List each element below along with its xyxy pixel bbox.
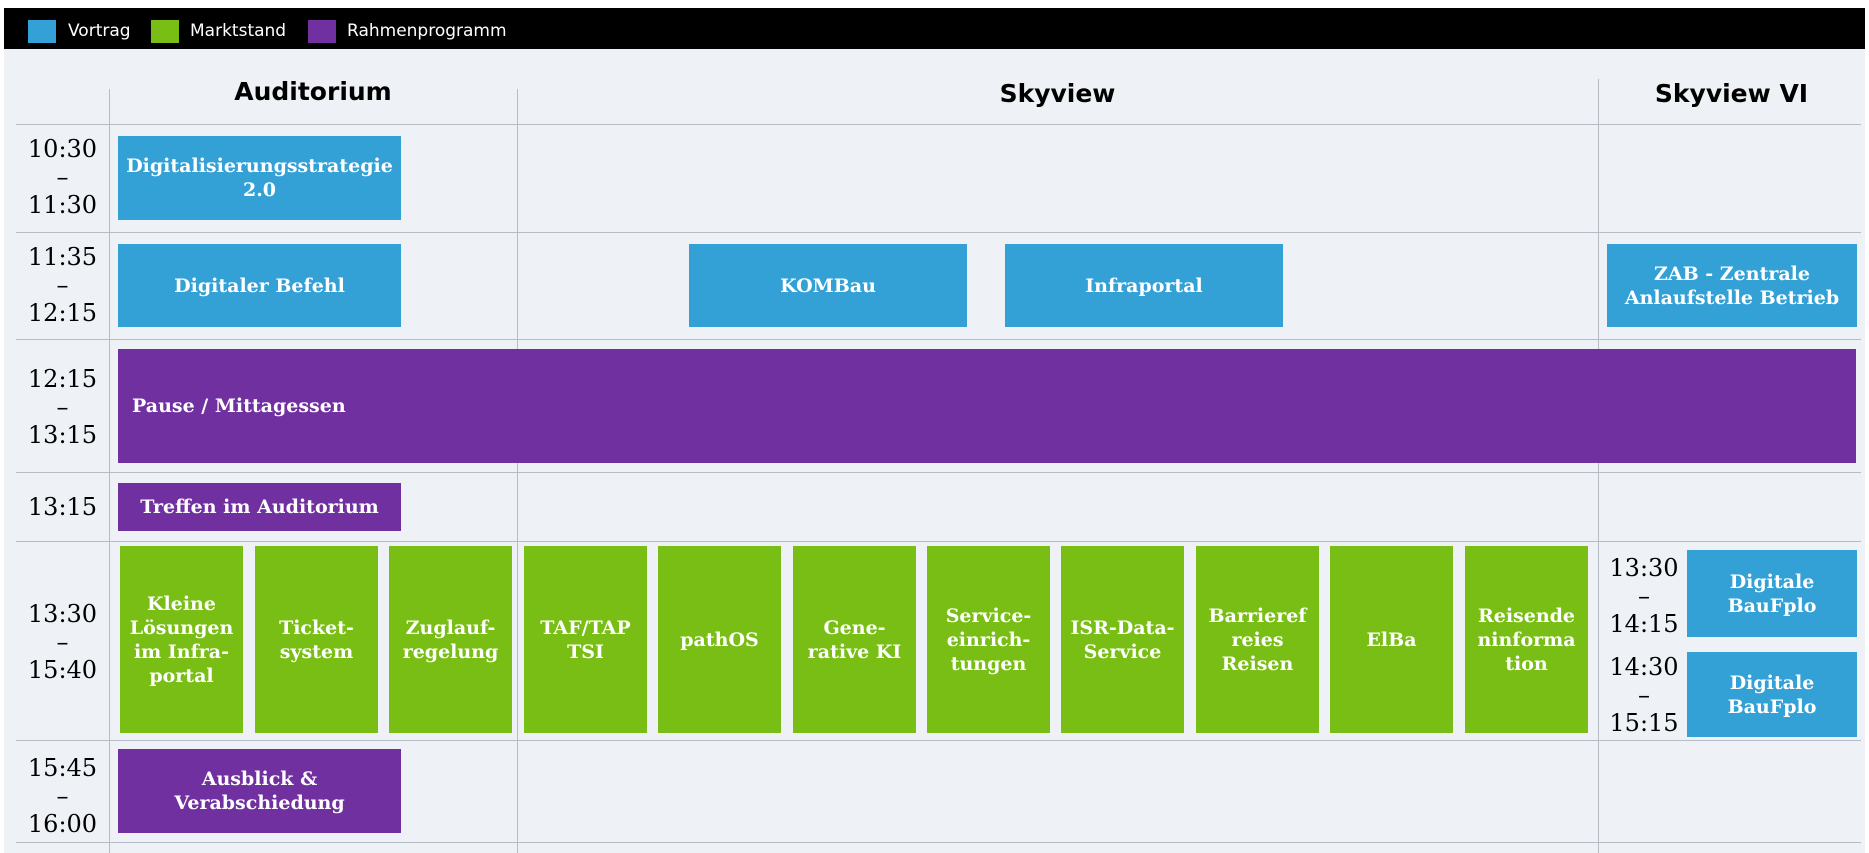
time-slot-skyview-vi-b: 14:30 – 15:15	[1609, 653, 1679, 737]
row-divider	[16, 124, 1861, 125]
event-infraportal[interactable]: Infraportal	[1005, 244, 1283, 327]
schedule-grid: Auditorium Skyview Skyview VI 10:30 – 11…	[4, 49, 1865, 853]
event-treffen-im-auditorium[interactable]: Treffen im Auditorium	[118, 483, 401, 531]
market-stand-zuglaufregelung[interactable]: Zuglauf- regelung	[389, 546, 512, 733]
legend-label-marktstand: Marktstand	[190, 21, 287, 41]
market-stand-reisendeninformation[interactable]: Reisende ninforma tion	[1465, 546, 1588, 733]
market-stand-kleine-loesungen[interactable]: Kleine Lösungen im Infra- portal	[120, 546, 243, 733]
time-slot-6: 15:45 – 16:00	[27, 754, 98, 838]
time-slot-5: 13:30 – 15:40	[27, 600, 98, 684]
legend-label-vortrag: Vortrag	[68, 21, 131, 41]
event-digitale-baufplo-2[interactable]: Digitale BauFplo	[1687, 652, 1857, 737]
event-digitale-baufplo-1[interactable]: Digitale BauFplo	[1687, 550, 1857, 637]
market-stand-elba[interactable]: ElBa	[1330, 546, 1453, 733]
time-slot-3: 12:15 – 13:15	[27, 365, 98, 449]
market-stand-generative-ki[interactable]: Gene- rative KI	[793, 546, 916, 733]
legend-swatch-vortrag	[28, 20, 56, 43]
legend-swatch-marktstand	[151, 20, 179, 43]
time-slot-skyview-vi-a: 13:30 – 14:15	[1609, 554, 1679, 638]
market-stand-ticketsystem[interactable]: Ticket- system	[255, 546, 378, 733]
row-divider	[16, 232, 1861, 233]
market-stand-taf-tap-tsi[interactable]: TAF/TAP TSI	[524, 546, 647, 733]
legend-bar: Vortrag Marktstand Rahmenprogramm	[4, 8, 1865, 49]
time-slot-4: 13:15	[27, 493, 98, 521]
column-divider	[1598, 79, 1599, 853]
row-divider	[16, 339, 1861, 340]
event-digitaler-befehl[interactable]: Digitaler Befehl	[118, 244, 401, 327]
time-slot-1: 10:30 – 11:30	[27, 135, 98, 219]
room-header-auditorium: Auditorium	[234, 77, 392, 106]
row-divider	[16, 472, 1861, 473]
event-ausblick-verabschiedung[interactable]: Ausblick & Verabschiedung	[118, 749, 401, 833]
market-stand-serviceeinrichtungen[interactable]: Service- einrich- tungen	[927, 546, 1050, 733]
row-divider	[16, 842, 1861, 843]
row-divider	[16, 740, 1861, 741]
event-kombau[interactable]: KOMBau	[689, 244, 967, 327]
market-stand-barrierefreies-reisen[interactable]: Barrieref reies Reisen	[1196, 546, 1319, 733]
event-pause-mittagessen[interactable]: Pause / Mittagessen	[118, 349, 1856, 463]
market-stand-pathos[interactable]: pathOS	[658, 546, 781, 733]
market-stand-isr-data-service[interactable]: ISR-Data- Service	[1061, 546, 1184, 733]
event-zab[interactable]: ZAB - Zentrale Anlaufstelle Betrieb	[1607, 244, 1857, 327]
time-slot-2: 11:35 – 12:15	[27, 243, 98, 327]
row-divider	[16, 541, 1861, 542]
room-header-skyview: Skyview	[999, 79, 1116, 108]
column-divider	[109, 89, 110, 853]
column-divider	[517, 89, 518, 853]
legend-label-rahmenprogramm: Rahmenprogramm	[347, 21, 507, 41]
event-digitalisierungsstrategie[interactable]: Digitalisierungsstrategie 2.0	[118, 136, 401, 220]
room-header-skyview-vi: Skyview VI	[1654, 79, 1809, 108]
legend-swatch-rahmenprogramm	[308, 20, 336, 43]
